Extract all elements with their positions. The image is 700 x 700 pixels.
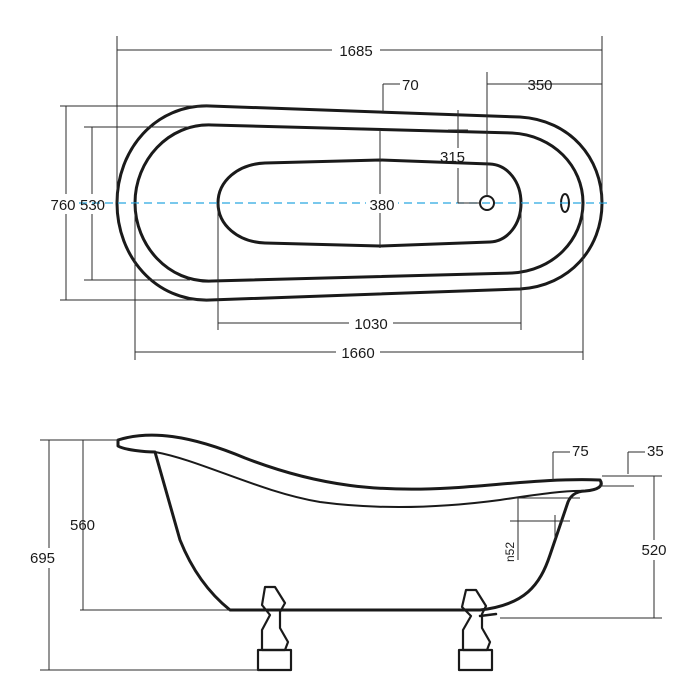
drain-from-end-label: 350 — [527, 77, 552, 94]
outer-rim-outline — [115, 104, 604, 302]
side-view: 695 560 75 35 520 — [30, 433, 670, 672]
left-foot-base — [256, 648, 293, 672]
inner-length-label: 1660 — [341, 345, 374, 362]
dim-basin-width: 380 — [366, 130, 398, 248]
rim-lip-height-label: 35 — [647, 443, 664, 460]
total-height-label: 695 — [30, 550, 55, 567]
right-foot-icon — [460, 588, 492, 652]
dim-tub-height: 560 — [70, 439, 230, 611]
inner-rim-outline — [133, 123, 585, 283]
dim-drain-offset: 315 — [440, 110, 480, 204]
dim-rim-lip-height: 35 — [600, 443, 664, 487]
overflow-label: n52 — [503, 542, 517, 562]
basin-width-label: 380 — [369, 197, 394, 214]
dim-rim-width: 70 — [382, 77, 419, 112]
waste-pipe — [478, 612, 498, 618]
overall-length-label: 1685 — [339, 43, 372, 60]
tub-inner-rim-outline — [154, 451, 586, 509]
top-view: 1685 350 70 315 380 — [47, 36, 612, 362]
dim-total-height: 695 — [30, 439, 260, 671]
dim-rim-height: 520 — [500, 475, 670, 619]
dim-rim-lip-length: 75 — [552, 443, 589, 480]
rim-width-label: 70 — [402, 77, 419, 94]
drain-offset-label: 315 — [440, 149, 465, 166]
inner-width-label: 530 — [80, 197, 105, 214]
dim-overflow: n52 — [503, 497, 580, 562]
overall-width-label: 760 — [50, 197, 75, 214]
left-foot-icon — [260, 585, 290, 652]
rim-lip-length-label: 75 — [572, 443, 589, 460]
tub-height-label: 560 — [70, 517, 95, 534]
dim-basin-length: 1030 — [217, 203, 522, 333]
dim-inner-length: 1660 — [134, 203, 584, 362]
tub-body-outline — [116, 433, 603, 612]
dim-inner-width: 530 — [80, 126, 190, 281]
dim-drain-from-end: 350 — [486, 72, 602, 196]
dim-overall-length: 1685 — [116, 36, 603, 203]
right-foot-base — [457, 648, 494, 672]
rim-height-label: 520 — [641, 542, 666, 559]
basin-length-label: 1030 — [354, 316, 387, 333]
